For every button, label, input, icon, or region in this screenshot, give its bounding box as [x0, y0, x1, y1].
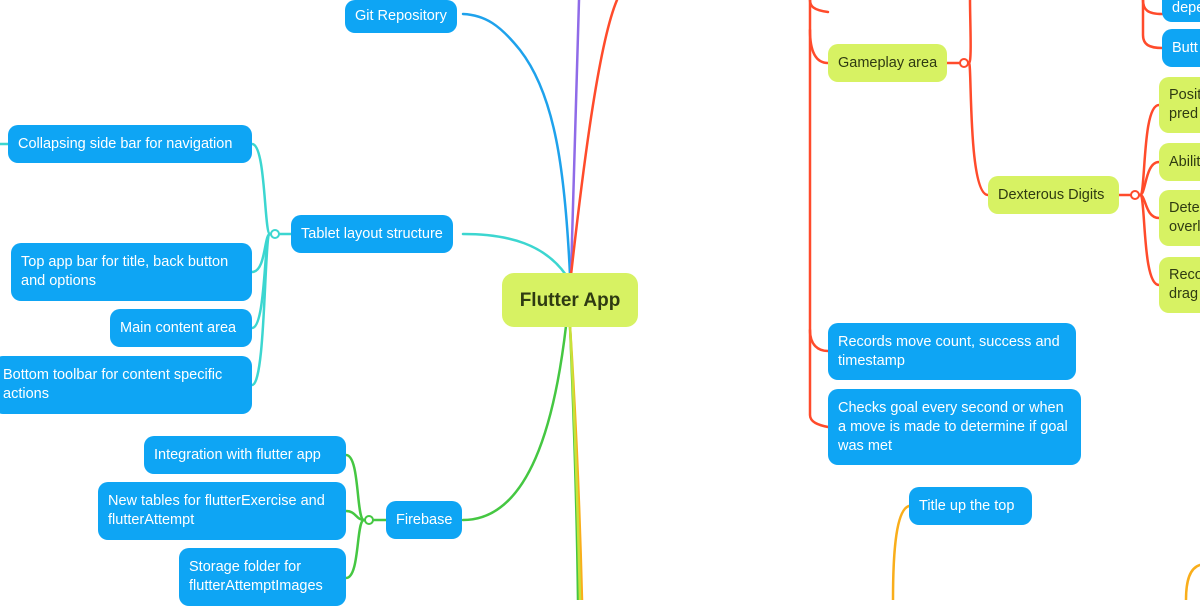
title-top-label: Title up the top [919, 497, 1015, 514]
link-dex-c4 [1138, 193, 1161, 287]
root-node[interactable]: Flutter App [502, 273, 638, 327]
link-red-trunk [808, 0, 830, 14]
root-label: Flutter App [519, 289, 621, 311]
main-content-label: Main content area [120, 319, 237, 336]
tablet-hub-dot[interactable] [270, 229, 280, 239]
link-root-up-purple [569, 0, 581, 277]
bottom-toolbar-node[interactable]: Bottom toolbar for content specific acti… [0, 356, 252, 414]
top-app-bar-node[interactable]: Top app bar for title, back button and o… [11, 243, 252, 301]
dex-child-4-label: Reco drag [1169, 267, 1200, 302]
new-tables-node[interactable]: New tables for flutterExercise and flutt… [98, 482, 346, 540]
sidebar-nav-label: Collapsing side bar for navigation [18, 135, 233, 152]
dex-child-3-node[interactable]: Dete overl [1159, 190, 1200, 246]
dex-child-2-label: Abilit [1169, 153, 1200, 170]
top-right-label-1: depe [1172, 0, 1200, 16]
storage-folder-label: Storage folder for flutterAttemptImages [189, 559, 323, 594]
tablet-layout-label: Tablet layout structure [301, 225, 443, 242]
records-node[interactable]: Records move count, success and timestam… [828, 323, 1076, 380]
git-repository-label: Git Repository [355, 8, 447, 24]
link-title [891, 504, 911, 600]
dex-child-1-label: Posit pred [1169, 87, 1200, 122]
link-tablet [461, 232, 568, 277]
records-label: Records move count, success and timestam… [838, 333, 1060, 369]
dexterous-digits-node[interactable]: Dexterous Digits [988, 176, 1119, 214]
dexterous-digits-label: Dexterous Digits [998, 186, 1105, 203]
checks-goal-node[interactable]: Checks goal every second or when a move … [828, 389, 1081, 465]
gameplay-area-label: Gameplay area [838, 54, 938, 71]
link-tablet-bottom [250, 232, 272, 387]
link-gameplay-dex [967, 61, 990, 197]
top-right-node-1[interactable]: depe [1162, 0, 1200, 22]
link-gameplay-left [808, 28, 830, 65]
link-firebase-integration [344, 453, 366, 522]
link-records [808, 328, 830, 353]
firebase-label: Firebase [396, 511, 453, 528]
firebase-hub-dot[interactable] [364, 515, 374, 525]
link-root-up-red [569, 0, 619, 277]
dex-child-3-label: Dete overl [1169, 200, 1200, 235]
gameplay-hub-dot[interactable] [959, 58, 969, 68]
top-right-node-2[interactable]: Butt [1162, 29, 1200, 67]
link-tablet-sidebar [250, 142, 272, 236]
link-top-right-1 [1141, 0, 1164, 16]
top-app-bar-label: Top app bar for title, back button and o… [21, 254, 229, 289]
link-root-down-yellow [568, 324, 582, 600]
checks-goal-label: Checks goal every second or when a move … [838, 399, 1068, 454]
git-repository-node[interactable]: Git Repository [345, 0, 457, 33]
link-firebase-storage [344, 518, 366, 580]
link-red-trunk-main [808, 0, 830, 429]
top-right-label-2: Butt [1172, 39, 1198, 56]
dex-child-4-node[interactable]: Reco drag [1159, 257, 1200, 313]
link-dex-c1 [1138, 103, 1161, 197]
sidebar-nav-node[interactable]: Collapsing side bar for navigation [8, 125, 252, 163]
bottom-toolbar-label: Bottom toolbar for content specific acti… [3, 367, 223, 402]
link-firebase [461, 324, 568, 522]
storage-folder-node[interactable]: Storage folder for flutterAttemptImages [179, 548, 346, 606]
tablet-layout-node[interactable]: Tablet layout structure [291, 215, 453, 253]
gameplay-area-node[interactable]: Gameplay area [828, 44, 947, 82]
firebase-node[interactable]: Firebase [386, 501, 463, 539]
title-top-node[interactable]: Title up the top [909, 487, 1032, 525]
main-content-node[interactable]: Main content area [110, 309, 252, 347]
link-top-right-2 [1141, 0, 1164, 50]
new-tables-label: New tables for flutterExercise and flutt… [108, 493, 325, 528]
link-git [461, 12, 572, 277]
link-gameplay-up [967, 0, 972, 65]
dex-child-2-node[interactable]: Abilit [1159, 143, 1200, 181]
integration-label: Integration with flutter app [154, 446, 321, 463]
dexterous-hub-dot[interactable] [1130, 190, 1140, 200]
dex-child-1-node[interactable]: Posit pred [1159, 77, 1200, 133]
integration-node[interactable]: Integration with flutter app [144, 436, 346, 474]
link-orange-right [1184, 563, 1200, 600]
